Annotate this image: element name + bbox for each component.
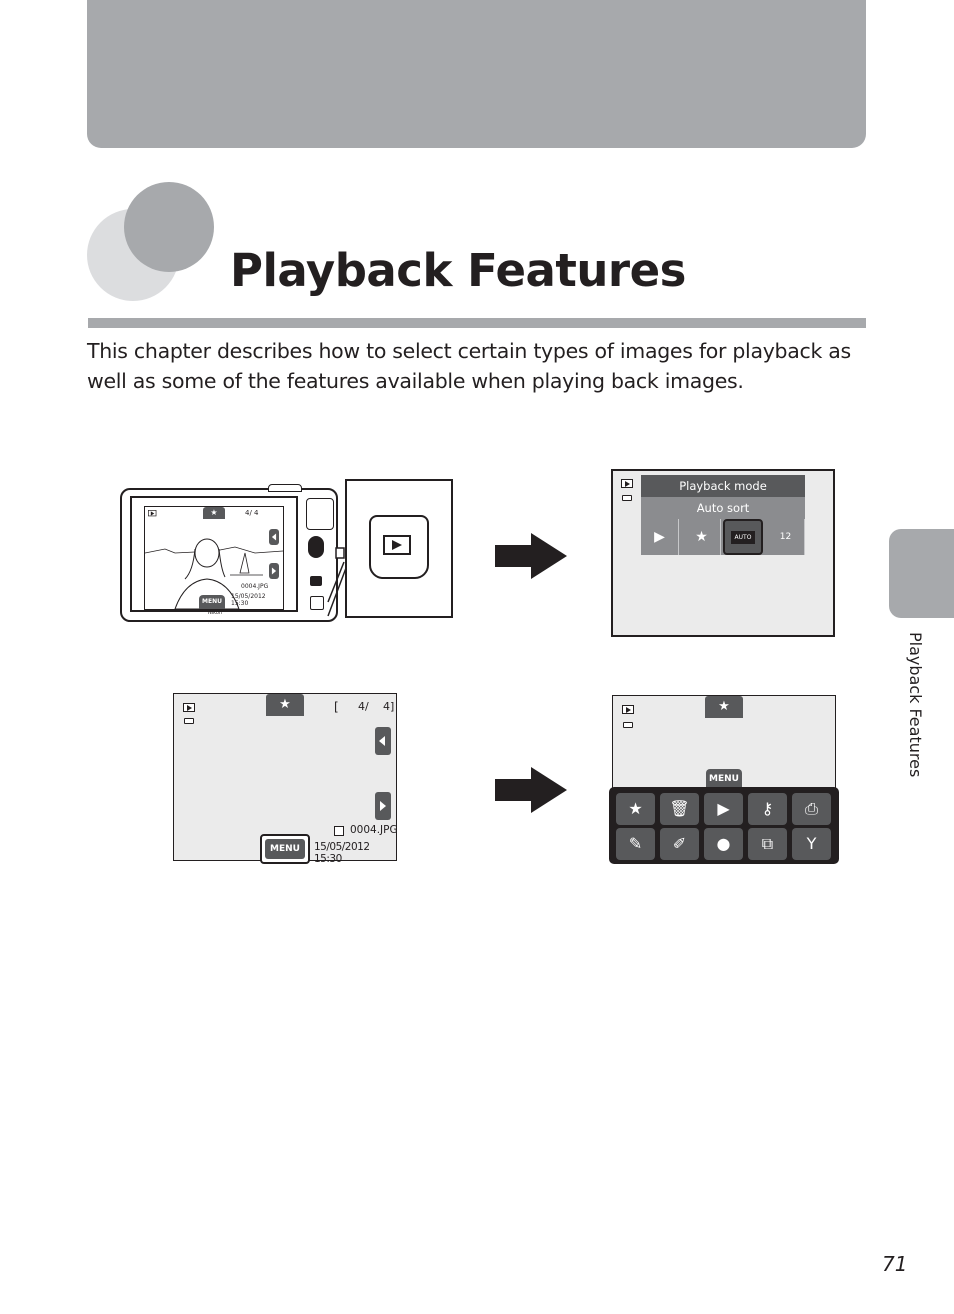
playback-mode-subtitle: Auto sort [641,497,805,519]
favorite-pictures-icon[interactable]: ★ [683,519,721,555]
playback-mode-screen: Playback mode Auto sort ▶ ★ AUTO 12 [611,469,835,637]
battery-icon [184,718,194,724]
side-tab [889,529,954,618]
playback-mode-options: ▶ ★ AUTO 12 [641,519,805,555]
menu-button[interactable]: MENU [199,595,225,609]
camera-screen: ★ 4/ 4 0004.JPG 15/05/2012 15:30 MENU Ni… [130,496,298,616]
auto-sort-icon[interactable]: AUTO [723,519,763,555]
voice-memo-icon[interactable]: ● [704,828,743,860]
favorite-star-icon: ★ [266,694,304,716]
prev-image-button[interactable] [269,529,279,545]
copy-icon[interactable]: ⧉ [748,828,787,860]
prev-image-button[interactable] [375,727,391,755]
file-name: 0004.JPG [241,583,269,590]
decorative-circle-dark [124,182,214,272]
flow-arrow [495,767,567,813]
favorite-star-icon: ★ [203,507,225,519]
playback-screen: ★ [ 4/ 4] 0004.JPG 15/05/2012 15:30 MENU [173,693,398,865]
capture-date: 15/05/2012 15:30 [314,841,370,865]
print-order-icon[interactable]: ⎙ [792,793,831,825]
top-banner [87,0,866,148]
camera-shutter [268,484,302,492]
playback-icon [383,535,411,555]
shooting-mode-button[interactable] [310,576,322,586]
playback-icon [621,479,633,488]
capture-date: 15/05/2012 15:30 [231,593,266,607]
battery-icon [623,722,633,728]
favorite-star-icon: ★ [705,696,743,718]
camera-brand: Nikon [208,610,223,616]
battery-icon [622,495,632,501]
chapter-intro: This chapter describes how to select cer… [87,339,851,393]
image-total: 4] [383,700,395,713]
playback-icon[interactable]: ▶ [641,519,679,555]
delete-icon[interactable]: 🗑 [660,793,699,825]
next-image-button[interactable] [269,563,279,579]
playback-icon [622,705,634,714]
file-name: 0004.JPG [350,824,398,836]
menu-button[interactable]: MENU [706,769,742,789]
image-counter: 4/ 4 [245,509,259,517]
next-image-button[interactable] [375,792,391,820]
chapter-title: Playback Features [230,244,686,297]
image-size-icon [334,826,344,836]
camera-illustration: ★ 4/ 4 0004.JPG 15/05/2012 15:30 MENU Ni… [120,484,340,624]
title-rule [88,318,866,328]
counter-bracket: [ [334,700,339,714]
menu-button[interactable]: MENU [260,834,310,864]
image-counter: 4/ [358,700,369,713]
playback-button-small[interactable] [310,596,324,610]
menu-icon-panel: ★ 🗑 ▶ ⚷ ⎙ ✎ ✐ ● ⧉ Y [609,787,839,864]
playback-mode-title: Playback mode [641,475,805,497]
flow-arrow [495,533,567,579]
slide-show-icon[interactable]: ▶ [704,793,743,825]
camera-grip [306,498,334,530]
side-tab-label: Playback Features [906,632,925,778]
setup-icon[interactable]: Y [792,828,831,860]
favorite-pictures-icon[interactable]: ★ [616,793,655,825]
list-by-date-icon[interactable]: 12 [767,519,805,555]
protect-icon[interactable]: ⚷ [748,793,787,825]
camera-screen-inner: ★ 4/ 4 0004.JPG 15/05/2012 15:30 MENU [144,506,284,610]
retouch-icon[interactable]: ✐ [660,828,699,860]
playback-button-zoom[interactable] [369,515,429,579]
menu-screen: ★ MENU [612,695,836,790]
paint-icon[interactable]: ✎ [616,828,655,860]
zoom-control[interactable] [308,536,324,558]
page-number: 71 [882,1252,908,1276]
playback-icon [148,510,157,517]
playback-icon [183,703,195,712]
